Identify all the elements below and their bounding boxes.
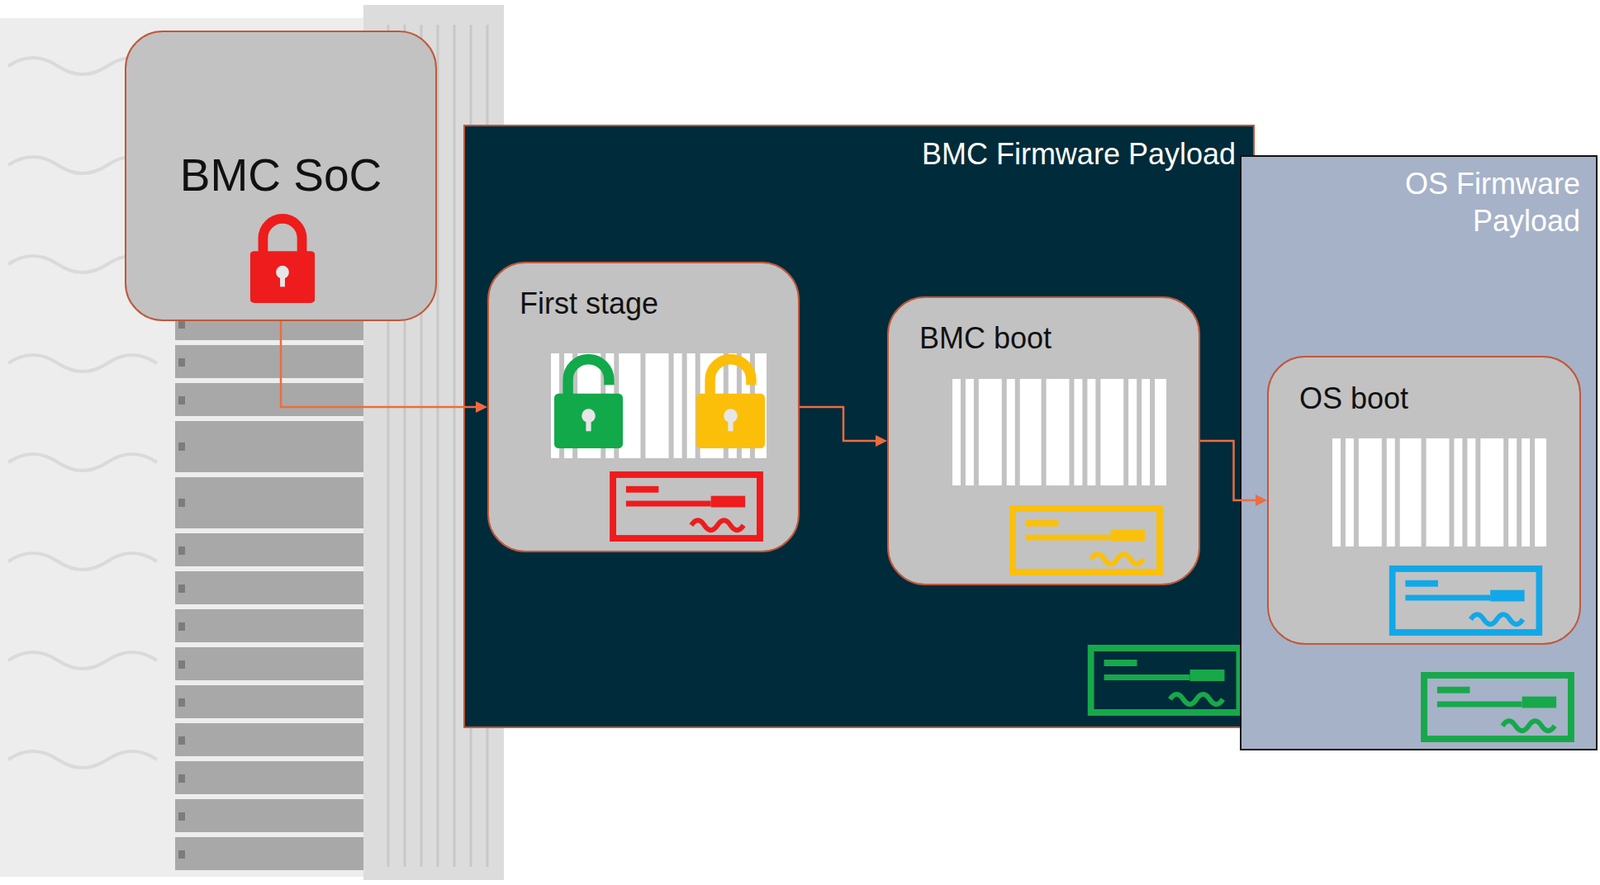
- box-label: BMC SoC: [180, 147, 383, 203]
- unit-handles: [178, 320, 186, 860]
- padlock: [554, 359, 623, 449]
- certificate: [1091, 648, 1240, 713]
- certificate-icon: [1419, 672, 1576, 743]
- boot-stage-box: OS boot: [1267, 356, 1582, 646]
- payload-panel: BMC Firmware Payload First stage BMC boo…: [463, 124, 1255, 729]
- certificate: [1392, 569, 1540, 633]
- flow-arrow: [799, 407, 888, 447]
- arrowhead: [475, 401, 488, 414]
- soc-box: BMC SoC: [124, 30, 437, 322]
- certificate: [1012, 508, 1160, 573]
- connector-line: [280, 321, 477, 408]
- flow-arrow: [280, 321, 488, 414]
- connector-line: [799, 407, 877, 442]
- certificate-icon: [1087, 645, 1244, 717]
- box-label: OS boot: [1299, 379, 1409, 418]
- certificate: [612, 474, 760, 539]
- firmware-bars: [1332, 438, 1547, 547]
- certificate-icon: [1008, 505, 1164, 576]
- server-units: [175, 307, 364, 871]
- padlock: [250, 218, 316, 304]
- padlock: [696, 359, 765, 449]
- bars: [550, 353, 767, 459]
- arrowhead: [875, 435, 888, 447]
- payload-panel: OS Firmware Payload OS boot: [1239, 155, 1598, 751]
- unlocked-padlock-icon: [696, 352, 765, 451]
- boot-stage-box: BMC boot: [887, 296, 1201, 586]
- unlocked-padlock-icon: [554, 352, 623, 451]
- bars: [952, 379, 1167, 486]
- bars: [1332, 438, 1547, 547]
- certificate-icon: [609, 471, 764, 542]
- box-label: BMC Firmware Payload: [921, 136, 1236, 172]
- boot-stage-box: First stage: [487, 261, 800, 553]
- firmware-bars: [952, 379, 1167, 486]
- box-label: OS Firmware Payload: [1357, 165, 1581, 240]
- locked-padlock-icon: [249, 213, 316, 304]
- flow-arrow: [1200, 441, 1268, 507]
- connector-line: [1200, 441, 1257, 501]
- certificate: [1424, 675, 1572, 740]
- certificate-icon: [1388, 565, 1544, 637]
- arrowhead: [1255, 494, 1268, 507]
- box-label: BMC boot: [919, 320, 1052, 357]
- box-label: First stage: [519, 285, 659, 322]
